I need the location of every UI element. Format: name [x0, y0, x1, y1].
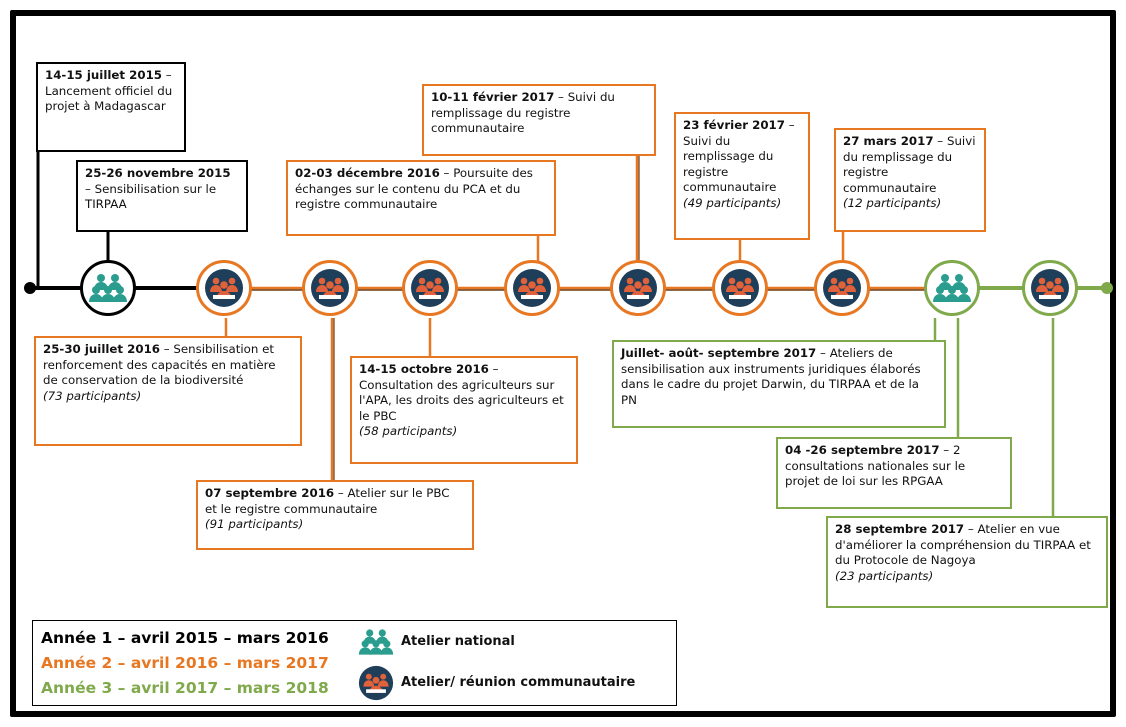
- event-text: Sensibilisation et renforcement des capa…: [43, 342, 276, 388]
- legend: Année 1 – avril 2015 – mars 2016 Année 2…: [32, 620, 677, 706]
- event-e7: 10-11 février 2017 – Suivi du remplissag…: [422, 84, 656, 156]
- timeline-start-dot: [24, 282, 36, 294]
- timeline-node-community-7: [814, 260, 870, 316]
- timeline-node-community-1: [196, 260, 252, 316]
- event-separator: –: [964, 522, 974, 536]
- event-e5: 14-15 octobre 2016 – Consultation des ag…: [350, 356, 578, 464]
- event-participants: (49 participants): [683, 195, 782, 210]
- event-text: Ateliers de sensibilisation aux instrume…: [621, 346, 921, 407]
- event-separator: –: [784, 118, 795, 132]
- event-e11: 04 -26 septembre 2017 – 2 consultations …: [776, 437, 1012, 509]
- event-e4: 07 septembre 2016 – Atelier sur le PBC e…: [196, 480, 474, 550]
- legend-year2: Année 2 – avril 2016 – mars 2017: [41, 654, 329, 672]
- event-separator: –: [439, 166, 450, 180]
- event-text: 2 consultations nationales sur le projet…: [785, 443, 966, 489]
- event-date: 14-15 juillet 2015: [45, 68, 162, 82]
- event-text: Atelier sur le PBC et le registre commun…: [205, 486, 450, 516]
- event-text: Suivi du remplissage du registre communa…: [683, 133, 777, 195]
- event-date: 25-30 juillet 2016: [43, 342, 160, 356]
- event-date: 02-03 décembre 2016: [295, 166, 440, 180]
- community-meeting-icon: [411, 269, 449, 307]
- event-e2: 25-26 novembre 2015 – Sensibilisation su…: [76, 160, 248, 232]
- event-e1: 14-15 juillet 2015 – Lancement officiel …: [36, 62, 186, 152]
- community-meeting-icon: [513, 269, 551, 307]
- event-e8: 23 février 2017 – Suivi du remplissage d…: [674, 112, 810, 240]
- event-e10: Juillet- août- septembre 2017 – Ateliers…: [612, 340, 946, 428]
- timeline-node-national-2: [924, 260, 980, 316]
- event-e9: 27 mars 2017 – Suivi du remplissage du r…: [834, 128, 986, 232]
- event-date: 07 septembre 2016: [205, 486, 335, 500]
- legend-community-label: Atelier/ réunion communautaire: [401, 675, 636, 690]
- community-meeting-icon: [1031, 269, 1069, 307]
- event-text: Suivi du remplissage du registre communa…: [431, 90, 615, 136]
- event-date: 28 septembre 2017: [835, 522, 965, 536]
- event-separator: –: [554, 90, 564, 104]
- legend-national-label: Atelier national: [401, 634, 515, 649]
- event-participants: (58 participants): [359, 424, 458, 439]
- community-meeting-icon: [823, 269, 861, 307]
- event-text: Consultation des agriculteurs sur l'APA,…: [359, 377, 564, 423]
- event-date: 23 février 2017: [683, 118, 785, 132]
- event-date: 10-11 février 2017: [431, 90, 555, 104]
- timeline-node-national-1: [80, 260, 136, 316]
- legend-year1: Année 1 – avril 2015 – mars 2016: [41, 629, 329, 647]
- event-date: 25-26 novembre 2015: [85, 166, 231, 180]
- group-people-icon: [933, 274, 971, 302]
- event-e3: 25-30 juillet 2016 – Sensibilisation et …: [34, 336, 302, 446]
- timeline-node-community-5: [610, 260, 666, 316]
- group-people-icon: [358, 629, 394, 655]
- group-people-icon: [89, 274, 127, 302]
- event-participants: (91 participants): [205, 517, 304, 532]
- event-separator: –: [939, 443, 950, 457]
- timeline-node-community-4: [504, 260, 560, 316]
- timeline-node-community-2: [302, 260, 358, 316]
- community-meeting-icon: [619, 269, 657, 307]
- event-participants: (23 participants): [835, 568, 934, 583]
- event-text: Lancement officiel du projet à Madagasca…: [45, 83, 173, 114]
- event-participants: (12 participants): [843, 196, 942, 211]
- legend-year3: Année 3 – avril 2017 – mars 2018: [41, 679, 329, 697]
- event-date: Juillet- août- septembre 2017: [621, 346, 817, 360]
- event-e12: 28 septembre 2017 – Atelier en vue d'amé…: [826, 516, 1108, 608]
- community-meeting-icon: [205, 269, 243, 307]
- event-date: 14-15 octobre 2016: [359, 362, 489, 376]
- event-separator: –: [933, 134, 944, 148]
- event-participants: (73 participants): [43, 388, 142, 403]
- community-meeting-icon: [358, 665, 394, 701]
- event-separator: –: [160, 342, 170, 356]
- event-text: Poursuite des échanges sur le contenu du…: [295, 166, 533, 212]
- timeline-node-community-6: [712, 260, 768, 316]
- community-meeting-icon: [721, 269, 759, 307]
- event-separator: –: [816, 346, 826, 360]
- event-date: 04 -26 septembre 2017: [785, 443, 940, 457]
- timeline-node-community-8: [1022, 260, 1078, 316]
- event-separator: –: [334, 486, 344, 500]
- event-text: Atelier en vue d'améliorer la compréhens…: [835, 522, 1091, 568]
- event-text: Suivi du remplissage du registre communa…: [843, 134, 976, 195]
- timeline-node-community-3: [402, 260, 458, 316]
- event-separator: –: [488, 362, 499, 376]
- event-e6: 02-03 décembre 2016 – Poursuite des écha…: [286, 160, 556, 236]
- timeline-end-dot: [1101, 282, 1113, 294]
- event-date: 27 mars 2017: [843, 134, 934, 148]
- event-text: – Sensibilisation sur le TIRPAA: [85, 181, 217, 212]
- event-separator: –: [162, 68, 172, 82]
- community-meeting-icon: [311, 269, 349, 307]
